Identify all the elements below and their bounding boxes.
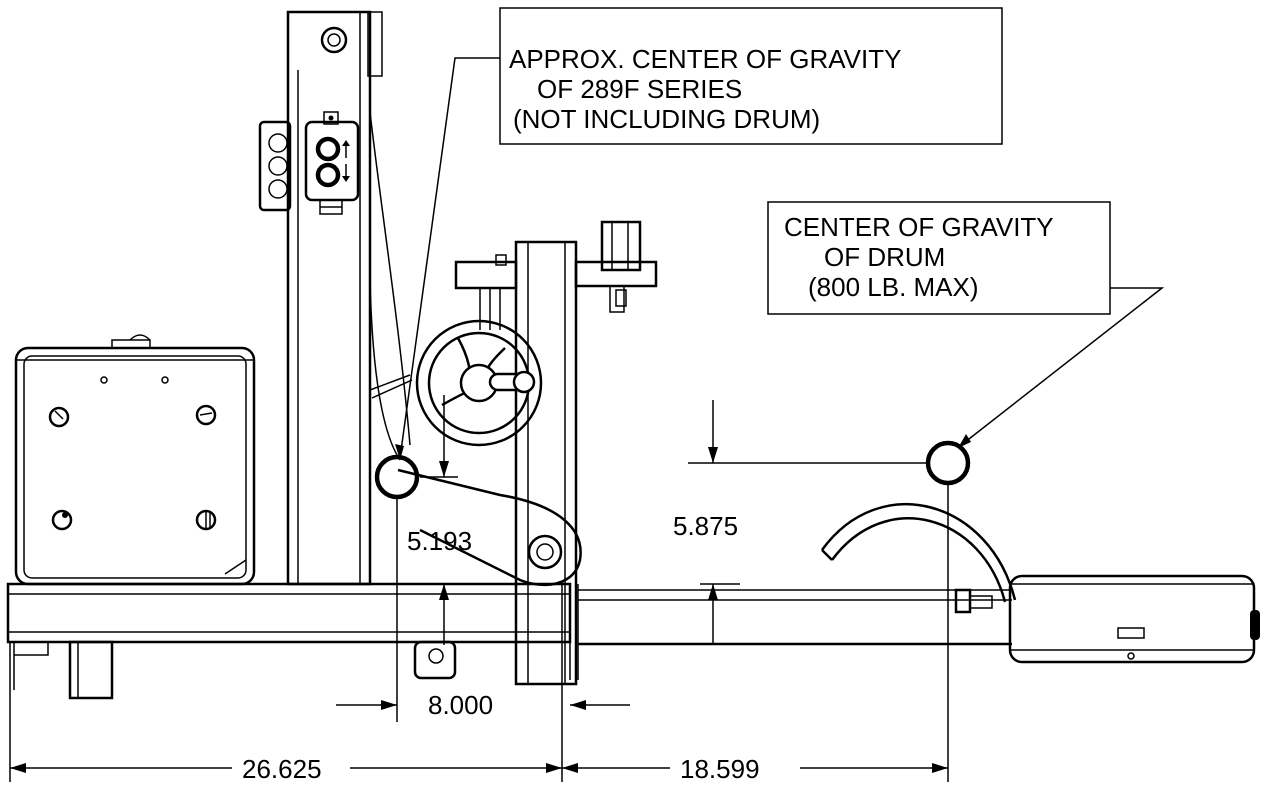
dim-drum-offset: 18.599 [562, 754, 948, 784]
drum-center-of-gravity-marker-icon [925, 440, 971, 486]
dim-frame-cg-height: 5.193 [407, 395, 472, 645]
drum-cg-text-line3: (800 LB. MAX) [808, 272, 979, 302]
frame-center-of-gravity-marker-icon [374, 454, 420, 500]
dim-frame-length-label: 26.625 [242, 754, 322, 784]
carriage-upright [454, 220, 658, 686]
frame-cg-text-line1: APPROX. CENTER OF GRAVITY [509, 44, 901, 74]
up-down-arrow-icon [342, 140, 350, 182]
battery-box [14, 334, 256, 586]
mast [258, 10, 413, 586]
dim-cg-offset: 8.000 [336, 497, 630, 722]
drum-cg-text-line1: CENTER OF GRAVITY [784, 212, 1054, 242]
drum-support-arm [820, 502, 1017, 603]
frame-cg-callout: APPROX. CENTER OF GRAVITY OF 289F SERIES… [395, 7, 1003, 460]
drum-cg-text-line2: OF DRUM [824, 242, 945, 272]
dim-drum-offset-label: 18.599 [680, 754, 760, 784]
wheel-housing [1008, 574, 1260, 664]
drum-cg-callout: CENTER OF GRAVITY OF DRUM (800 LB. MAX) [767, 201, 1165, 448]
dim-drum-cg-height-label: 5.875 [673, 511, 738, 541]
dim-frame-length: 26.625 [10, 754, 562, 784]
dim-frame-cg-height-label: 5.193 [407, 526, 472, 556]
frame-cg-text-line3: (NOT INCLUDING DRUM) [513, 104, 820, 134]
dim-cg-offset-label: 8.000 [428, 690, 493, 720]
handwheel [415, 319, 543, 447]
frame-cg-text-line2: OF 289F SERIES [537, 74, 742, 104]
base-frame [6, 582, 1012, 700]
dim-drum-cg-height: 5.875 [673, 400, 928, 645]
